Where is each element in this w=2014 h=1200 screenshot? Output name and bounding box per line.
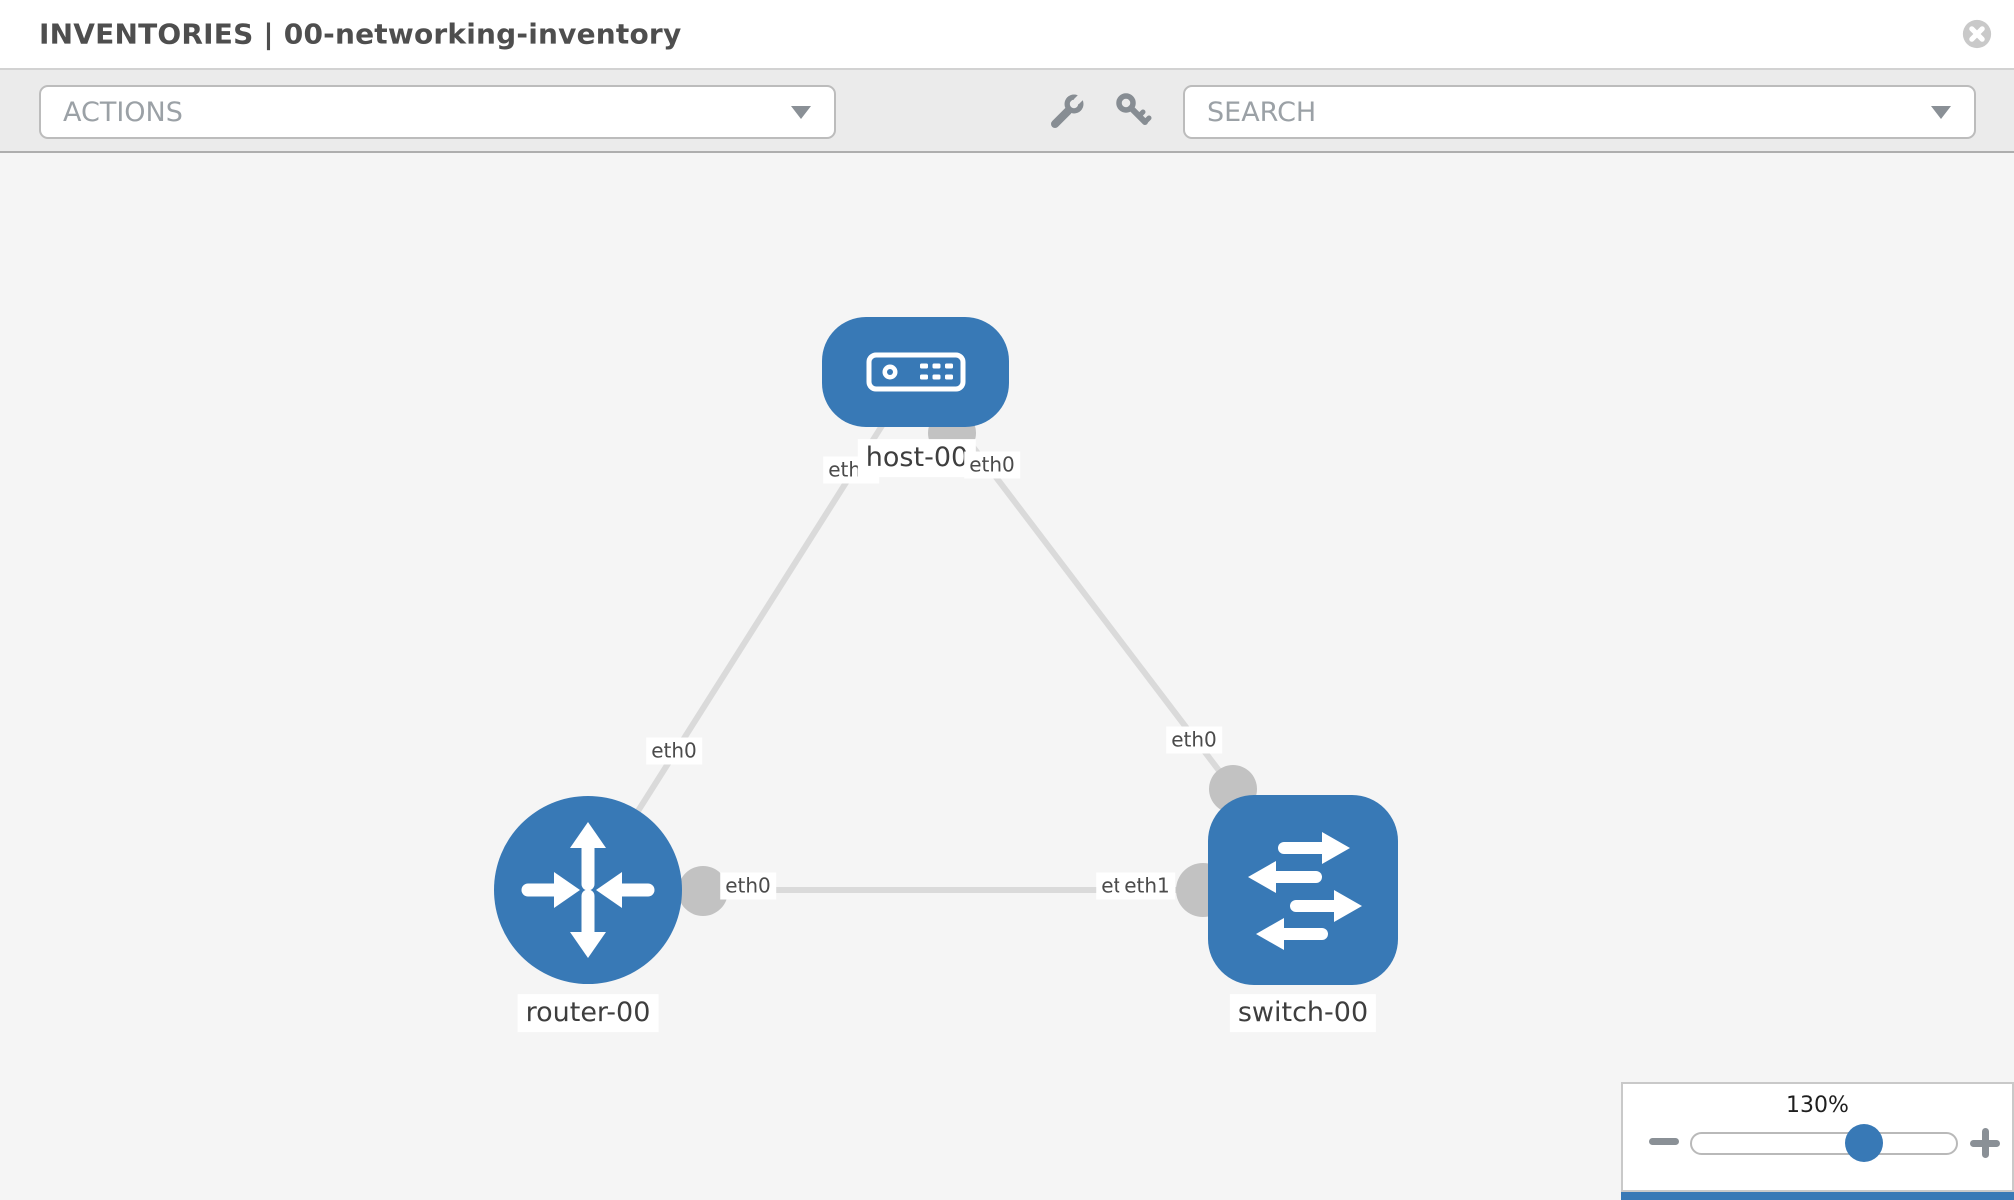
zoom-panel: 130% xyxy=(1621,1082,2014,1192)
port-label-router-switch: eth0 xyxy=(720,872,776,900)
router-arrows-icon xyxy=(521,822,655,958)
port-label-router-uplink: eth0 xyxy=(646,737,702,765)
node-label-switch: switch-00 xyxy=(1229,994,1377,1032)
page-header: INVENTORIES | 00-networking-inventory xyxy=(0,0,2014,70)
page-title: INVENTORIES | 00-networking-inventory xyxy=(39,17,682,51)
zoom-in-plus-icon[interactable] xyxy=(1970,1128,2000,1158)
wrench-icon[interactable] xyxy=(1047,91,1087,131)
node-label-router: router-00 xyxy=(517,994,659,1032)
node-host[interactable] xyxy=(822,317,1009,427)
bottom-accent-strip xyxy=(1621,1192,2014,1200)
actions-dropdown[interactable]: ACTIONS xyxy=(39,85,836,139)
zoom-slider-track[interactable] xyxy=(1690,1132,1958,1155)
switch-arrows-icon xyxy=(1248,832,1362,950)
port-label-switch-uplink: eth0 xyxy=(1166,726,1222,754)
zoom-level-text: 130% xyxy=(1786,1093,1849,1118)
dropdown-caret-icon xyxy=(1931,106,1951,119)
port-label-switch-router: eth1 xyxy=(1119,872,1175,900)
plus-icon-bar xyxy=(1981,1128,1989,1158)
interface-dot-router xyxy=(678,866,728,916)
port-label-host-switch: eth0 xyxy=(964,451,1020,479)
node-switch[interactable] xyxy=(1208,795,1398,985)
node-label-host: host-00 xyxy=(857,439,977,477)
zoom-out-minus-icon[interactable] xyxy=(1649,1138,1679,1145)
search-dropdown-label: SEARCH xyxy=(1207,96,1317,128)
dropdown-caret-icon xyxy=(791,106,811,119)
key-icon[interactable] xyxy=(1114,91,1154,131)
close-icon[interactable] xyxy=(1961,18,1993,50)
server-icon xyxy=(866,352,966,392)
search-dropdown[interactable]: SEARCH xyxy=(1183,85,1976,139)
zoom-slider-thumb[interactable] xyxy=(1845,1124,1883,1162)
actions-dropdown-label: ACTIONS xyxy=(63,96,183,128)
toolbar: ACTIONS SEARCH xyxy=(0,70,2014,153)
node-router[interactable] xyxy=(494,796,682,984)
